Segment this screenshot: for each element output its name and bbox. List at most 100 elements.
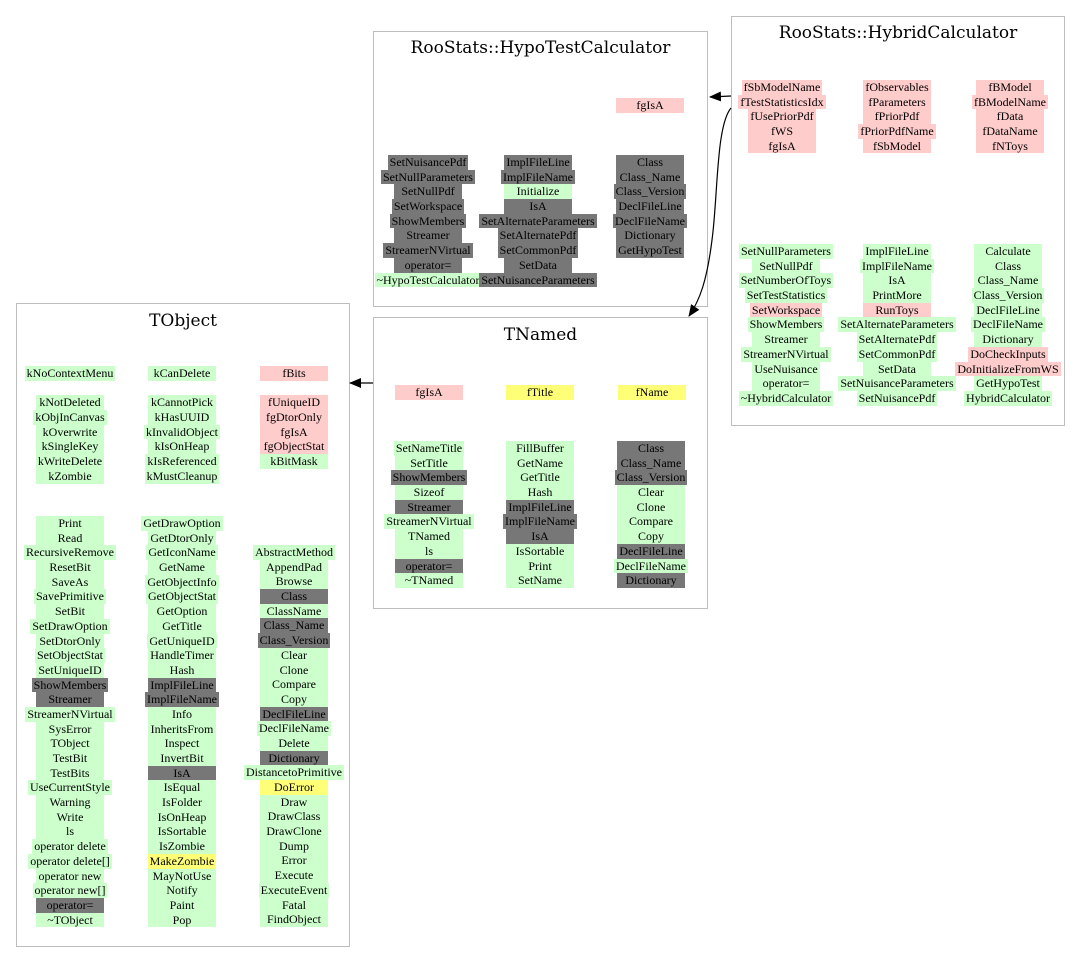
- member-item: SetNullPdf: [394, 184, 462, 200]
- member-item: IsZombie: [148, 839, 216, 854]
- member-item: Dictionary: [616, 228, 684, 244]
- member-item: fBModelName: [972, 94, 1048, 110]
- member-item: DoError: [260, 780, 328, 795]
- member-item: SetAlternateParameters: [838, 317, 956, 333]
- member-item: Delete: [260, 735, 328, 751]
- member-item: SetAlternatePdf: [856, 332, 938, 347]
- member-item: GetName: [148, 560, 216, 575]
- member-item: Copy: [260, 691, 328, 707]
- member-item: Class_Version: [614, 470, 688, 486]
- member-item: UseNuisance: [752, 361, 820, 377]
- member-item: kNotDeleted: [36, 395, 104, 411]
- member-item: fTestStatisticsIdx: [738, 94, 826, 110]
- member-item: ~TObject: [36, 912, 104, 928]
- class-title: RooStats::HypoTestCalculator: [410, 38, 671, 58]
- member-item: StreamerNVirtual: [741, 346, 831, 362]
- member-item: DrawClass: [260, 809, 328, 825]
- member-item: ResetBit: [36, 560, 104, 575]
- member-item: SetData: [863, 361, 931, 377]
- member-item: fUniqueID: [260, 395, 328, 411]
- member-item: StreamerNVirtual: [384, 514, 474, 530]
- member-item: kIsOnHeap: [148, 439, 216, 455]
- member-item: IsA: [506, 529, 574, 544]
- member-item: SetNullParameters: [381, 169, 475, 185]
- member-item: TObject: [36, 736, 104, 751]
- data-members-col-1: fgIsA: [379, 385, 479, 400]
- member-item: kCannotPick: [148, 395, 216, 411]
- member-item: Class_Name: [617, 455, 685, 471]
- member-item: SetNuisancePdf: [387, 155, 469, 170]
- member-item: IsA: [863, 273, 931, 289]
- member-item: fParameters: [863, 94, 931, 110]
- member-item: GetTitle: [506, 470, 574, 486]
- member-item: IsFolder: [148, 795, 216, 810]
- class-box-hypotestcalculator: RooStats::HypoTestCalculator fgIsA SetNu…: [373, 31, 708, 307]
- member-item: Print: [36, 516, 104, 531]
- member-item: Class_Version: [971, 288, 1045, 303]
- member-item: ~HybridCalculator: [738, 390, 834, 406]
- member-item: GetHypoTest: [974, 376, 1042, 391]
- member-item: ExecuteEvent: [258, 882, 330, 898]
- member-item: SetTitle: [395, 455, 463, 471]
- member-item: PrintMore: [863, 288, 931, 303]
- member-item: kWriteDelete: [35, 454, 105, 469]
- member-item: Clone: [617, 499, 685, 515]
- member-item: IsOnHeap: [148, 809, 216, 825]
- member-item: Clear: [617, 485, 685, 500]
- member-item: StreamerNVirtual: [383, 243, 473, 258]
- member-item: DeclFileName: [614, 558, 688, 574]
- member-item: SetCommonPdf: [856, 346, 938, 362]
- member-item: Dictionary: [974, 332, 1042, 347]
- member-item: Hash: [506, 485, 574, 500]
- member-item: TestBits: [36, 765, 104, 781]
- member-item: fObservables: [863, 80, 931, 95]
- member-item: Class: [260, 589, 328, 604]
- member-item: kCanDelete: [148, 366, 216, 381]
- member-item: IsA: [504, 199, 572, 214]
- member-item: Class: [617, 441, 685, 456]
- member-item: ~HypoTestCalculator: [374, 272, 482, 288]
- member-item: SetAlternateParameters: [479, 213, 597, 229]
- member-item: DrawClone: [260, 824, 328, 839]
- member-item: Pop: [148, 912, 216, 928]
- member-item: Dump: [260, 838, 328, 854]
- member-item: SetNumberOfToys: [738, 273, 834, 289]
- member-item: operator new[]: [32, 883, 108, 898]
- member-item: SetNullPdf: [752, 258, 820, 274]
- member-item: SetDrawOption: [30, 618, 110, 634]
- member-item: Write: [36, 809, 104, 825]
- member-item: RecursiveRemove: [24, 545, 116, 561]
- member-item: kInvalidObject: [144, 424, 220, 440]
- member-item: DeclFileName: [613, 213, 687, 229]
- member-item: kOverwrite: [36, 424, 104, 440]
- member-item: SetDtorOnly: [36, 633, 104, 649]
- member-item: ls: [36, 824, 104, 840]
- member-item: Dictionary: [260, 750, 328, 766]
- member-item: Fatal: [260, 897, 328, 913]
- member-item: InheritsFrom: [148, 721, 216, 737]
- member-item: fgObjectStat: [260, 439, 328, 455]
- member-item: MayNotUse: [148, 868, 216, 884]
- member-item: GetUniqueID: [147, 633, 217, 649]
- member-item: fName: [618, 385, 686, 400]
- member-item: fgIsA: [616, 98, 684, 113]
- member-item: Clear: [260, 647, 328, 663]
- member-item: fWS: [748, 124, 816, 139]
- member-item: DistancetoPrimitive: [244, 765, 344, 780]
- member-item: ShowMembers: [389, 213, 467, 229]
- member-item: fSbModelName: [741, 80, 823, 95]
- member-item: ImplFileLine: [863, 244, 931, 259]
- member-item: ~TNamed: [395, 573, 463, 588]
- class-title: RooStats::HybridCalculator: [778, 23, 1018, 43]
- member-item: HybridCalculator: [964, 390, 1052, 406]
- member-item: fgIsA: [748, 138, 816, 154]
- member-item: fTitle: [506, 385, 574, 400]
